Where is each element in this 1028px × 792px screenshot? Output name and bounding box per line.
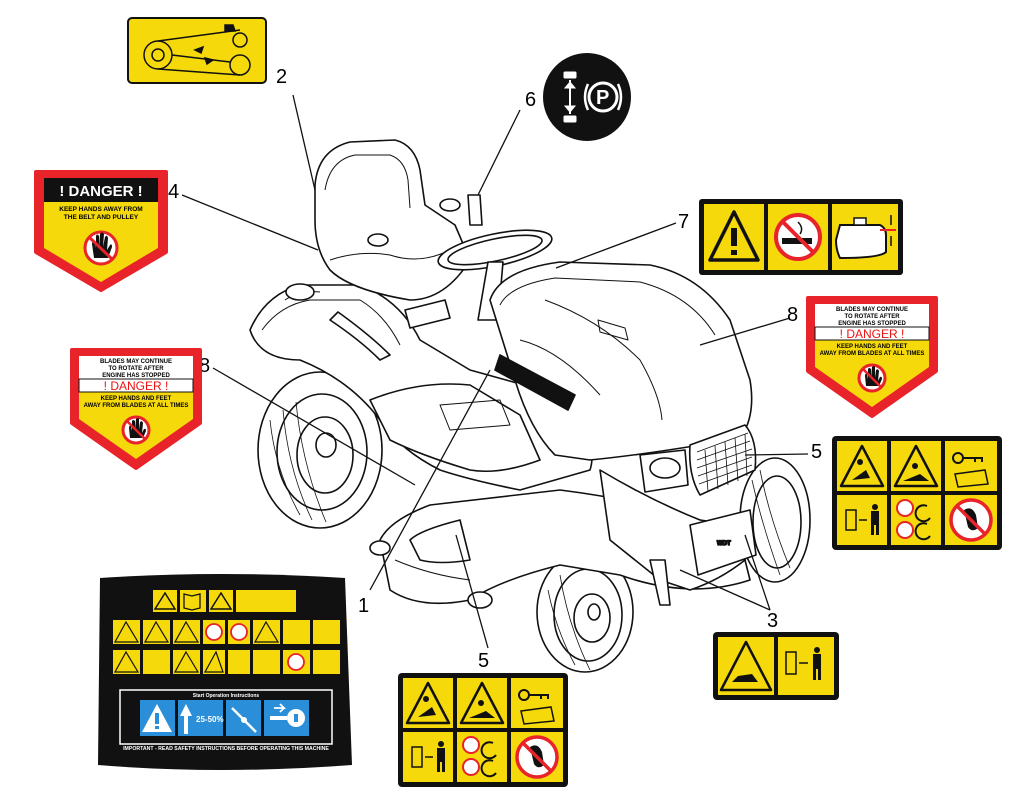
- danger-belt-title: ! DANGER !: [59, 183, 142, 200]
- grille: [688, 424, 757, 496]
- callout-8-left: 8: [199, 355, 210, 377]
- pictogram-grid: [113, 620, 340, 674]
- callout-6: 6: [525, 89, 536, 111]
- main-decal-footer: IMPORTANT - READ SAFETY INSTRUCTIONS BEF…: [123, 746, 329, 752]
- hood: [489, 261, 753, 461]
- decal-danger-blades-right: BLADES MAY CONTINUE TO ROTATE AFTER ENGI…: [806, 296, 938, 418]
- blades-right-top2: TO ROTATE AFTER: [844, 314, 900, 320]
- decal-safety-pictograms-right: [832, 436, 1002, 550]
- blades-left-line2: AWAY FROM BLADES AT ALL TIMES: [84, 403, 189, 409]
- decal-danger-blades-left: BLADES MAY CONTINUE TO ROTATE AFTER ENGI…: [70, 348, 202, 470]
- blades-right-title: ! DANGER !: [840, 327, 905, 341]
- blades-right-top1: BLADES MAY CONTINUE: [836, 307, 908, 313]
- front-left-wheel: [536, 551, 634, 673]
- callout-numbers: 1 2 3 4 5 5 6 7 8 8: [168, 66, 822, 672]
- danger-belt-line1: KEEP HANDS AWAY FROM: [59, 206, 142, 213]
- blades-right-top3: ENGINE HAS STOPPED: [838, 321, 906, 327]
- front-right-wheel: [739, 457, 811, 583]
- no-reverse-mowing-icon: [896, 499, 931, 541]
- seat: [314, 139, 471, 301]
- danger-belt-line2: THE BELT AND PULLEY: [64, 214, 139, 221]
- decal-slope-warning: [713, 632, 839, 700]
- decal-danger-belt: ! DANGER ! KEEP HANDS AWAY FROM THE BELT…: [34, 170, 168, 292]
- decal-belt-routing: [127, 17, 267, 84]
- callout-7: 7: [678, 211, 689, 233]
- throttle-percent: 25-50%: [196, 715, 224, 724]
- callout-5-bottom: 5: [478, 650, 489, 672]
- tractor-illustration: Westwood WDT: [249, 139, 811, 673]
- fuel-tank-fill-level-icon: [834, 215, 896, 260]
- ignition-key-icon: [270, 703, 305, 727]
- throttle-icon: [180, 704, 192, 734]
- blades-left-line1: KEEP HANDS AND FEET: [101, 396, 172, 402]
- callout-2: 2: [276, 66, 287, 88]
- blades-left-title: ! DANGER !: [104, 379, 169, 393]
- callout-3: 3: [767, 610, 778, 632]
- frame-tag: WDT: [717, 541, 731, 547]
- no-feet-icon: [949, 498, 993, 542]
- parking-p-icon: P: [596, 87, 609, 109]
- callout-4: 4: [168, 181, 179, 203]
- warning-triangle-icon: [708, 210, 760, 262]
- no-reverse-mowing-icon: [462, 736, 497, 778]
- decal-main-instructions: Start Operation Instructions 25-50% IMPO…: [98, 574, 352, 770]
- blades-right-line1: KEEP HANDS AND FEET: [837, 344, 908, 350]
- rear-left-wheel: [257, 371, 383, 529]
- no-feet-icon: [515, 735, 559, 779]
- decal-parking-brake: P: [543, 53, 631, 141]
- callout-8-right: 8: [787, 304, 798, 326]
- callout-1: 1: [358, 595, 369, 617]
- decal-safety-pictograms-bottom: [398, 673, 568, 787]
- blades-right-line2: AWAY FROM BLADES AT ALL TIMES: [820, 351, 925, 357]
- callout-5-right: 5: [811, 441, 822, 463]
- decal-fuel-warning: [699, 199, 903, 275]
- brand-plate: [494, 354, 576, 411]
- blades-left-top3: ENGINE HAS STOPPED: [102, 373, 170, 379]
- blades-left-top1: BLADES MAY CONTINUE: [100, 359, 172, 365]
- leader-lines: [181, 94, 809, 649]
- start-instructions-title: Start Operation Instructions: [193, 693, 260, 699]
- blades-left-top2: TO ROTATE AFTER: [108, 366, 164, 372]
